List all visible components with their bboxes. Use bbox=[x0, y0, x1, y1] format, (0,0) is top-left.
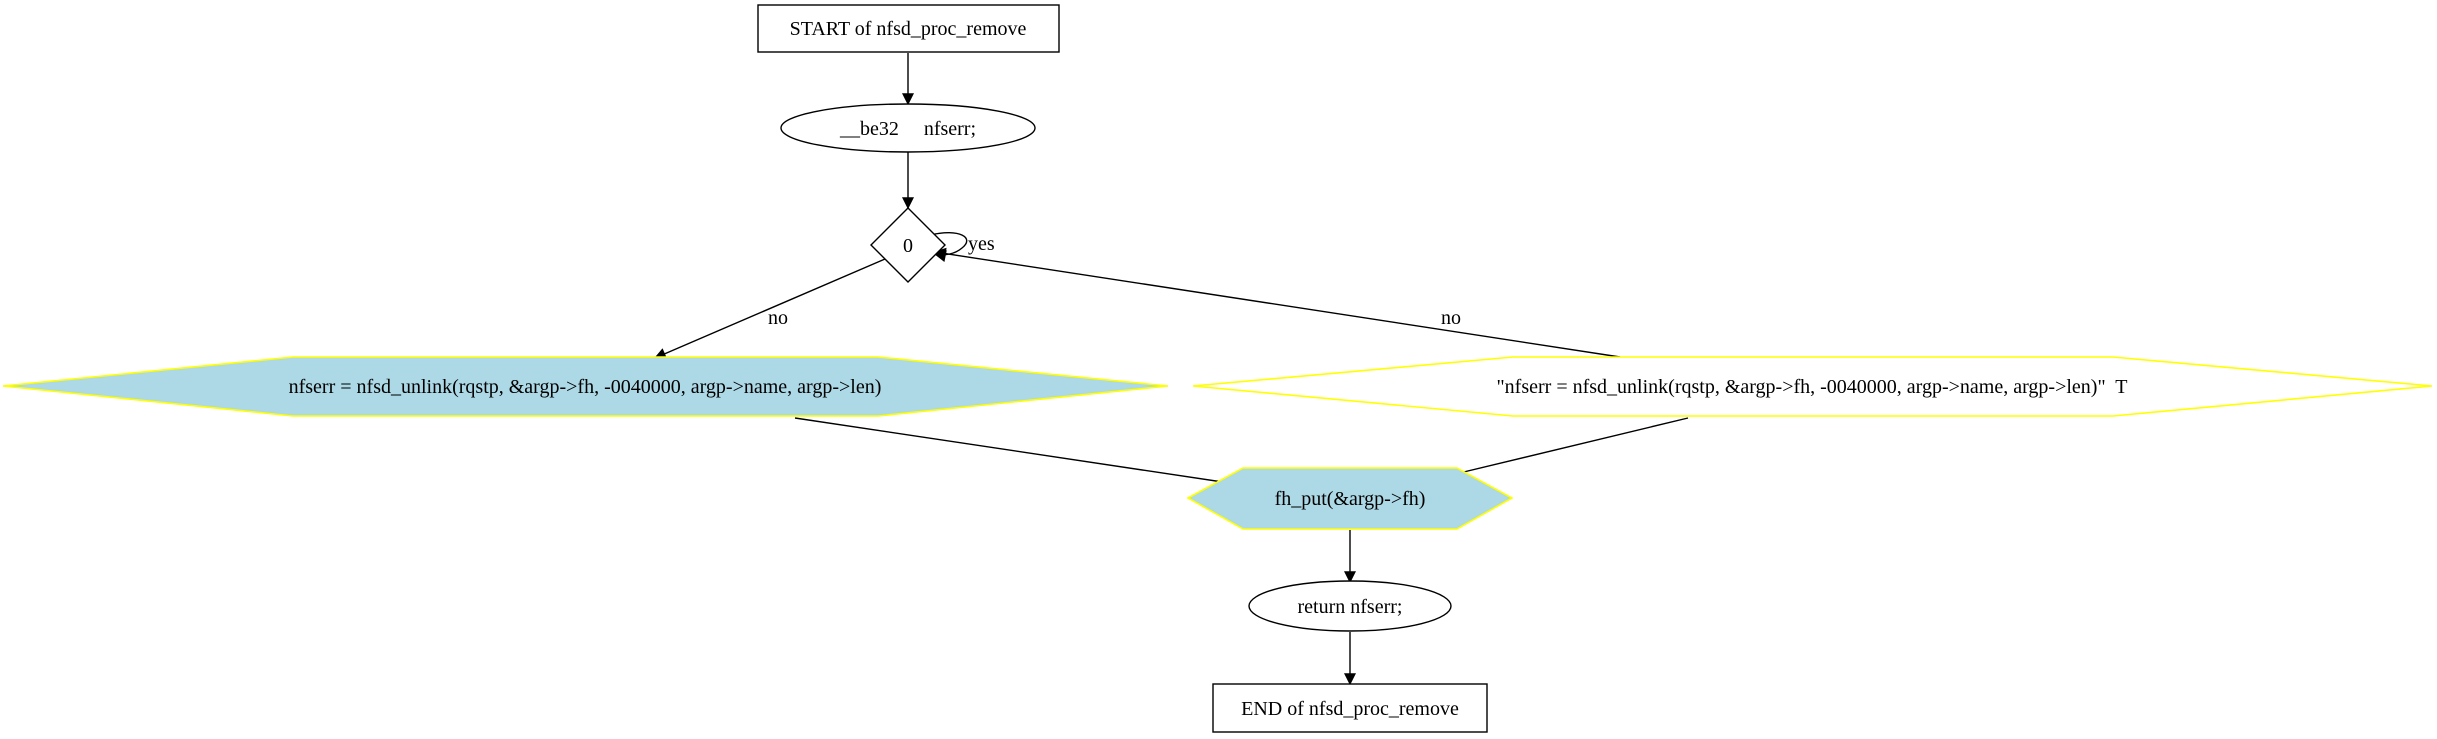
edge-label-yes: yes bbox=[968, 233, 995, 255]
node-cond-label: 0 bbox=[903, 235, 913, 257]
node-end: END of nfsd_proc_remove bbox=[1212, 683, 1488, 733]
node-return: return nfserr; bbox=[1248, 580, 1452, 632]
node-unlink-left: nfserr = nfsd_unlink(rqstp, &argp->fh, -… bbox=[2, 356, 1169, 417]
node-cond: 0 bbox=[870, 207, 946, 283]
edge-unlink-right-to-cond bbox=[933, 247, 1621, 358]
edge-label-no-left: no bbox=[768, 307, 788, 329]
node-unlink-right: "nfserr = nfsd_unlink(rqstp, &argp->fh, … bbox=[1192, 356, 2433, 417]
edge-unlink-right-to-fhput bbox=[1445, 417, 1689, 480]
edges bbox=[653, 53, 1689, 686]
edge-unlink-left-to-fhput bbox=[794, 417, 1238, 489]
node-fh-put-label: fh_put(&argp->fh) bbox=[1275, 488, 1426, 510]
node-end-label: END of nfsd_proc_remove bbox=[1241, 698, 1459, 720]
node-decl: __be32 nfserr; bbox=[780, 103, 1036, 153]
node-start: START of nfsd_proc_remove bbox=[757, 4, 1060, 53]
node-fh-put: fh_put(&argp->fh) bbox=[1186, 467, 1514, 530]
node-decl-label: __be32 nfserr; bbox=[839, 118, 976, 140]
edge-label-no-right: no bbox=[1441, 307, 1461, 329]
node-start-label: START of nfsd_proc_remove bbox=[790, 18, 1027, 40]
node-unlink-left-label: nfserr = nfsd_unlink(rqstp, &argp->fh, -… bbox=[289, 376, 882, 398]
edge-cond-to-unlink-left bbox=[653, 258, 886, 360]
node-unlink-right-label: "nfserr = nfsd_unlink(rqstp, &argp->fh, … bbox=[1497, 376, 2128, 398]
node-return-label: return nfserr; bbox=[1298, 596, 1403, 618]
